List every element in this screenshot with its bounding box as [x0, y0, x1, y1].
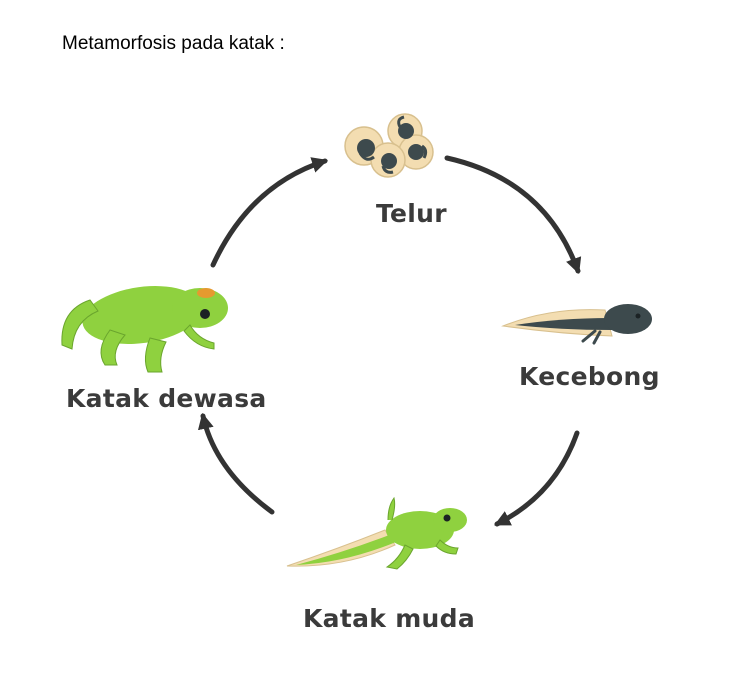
arrow-adult-to-egg [210, 157, 329, 268]
arrow-egg-to-tadpole [444, 155, 582, 275]
froglet-icon [286, 496, 467, 570]
stage-label-adult: Katak dewasa [66, 384, 267, 413]
arrow-tadpole-to-froglet [494, 430, 580, 527]
stage-label-egg: Telur [376, 199, 447, 228]
stage-label-tadpole: Kecebong [519, 362, 660, 391]
heading: Metamorfosis pada katak : [62, 33, 285, 54]
adult-frog-icon [61, 286, 228, 373]
stage-label-froglet: Katak muda [303, 604, 476, 633]
tadpole-icon [501, 304, 652, 345]
arrow-froglet-to-adult [197, 412, 275, 515]
egg-cluster-icon [344, 113, 434, 178]
